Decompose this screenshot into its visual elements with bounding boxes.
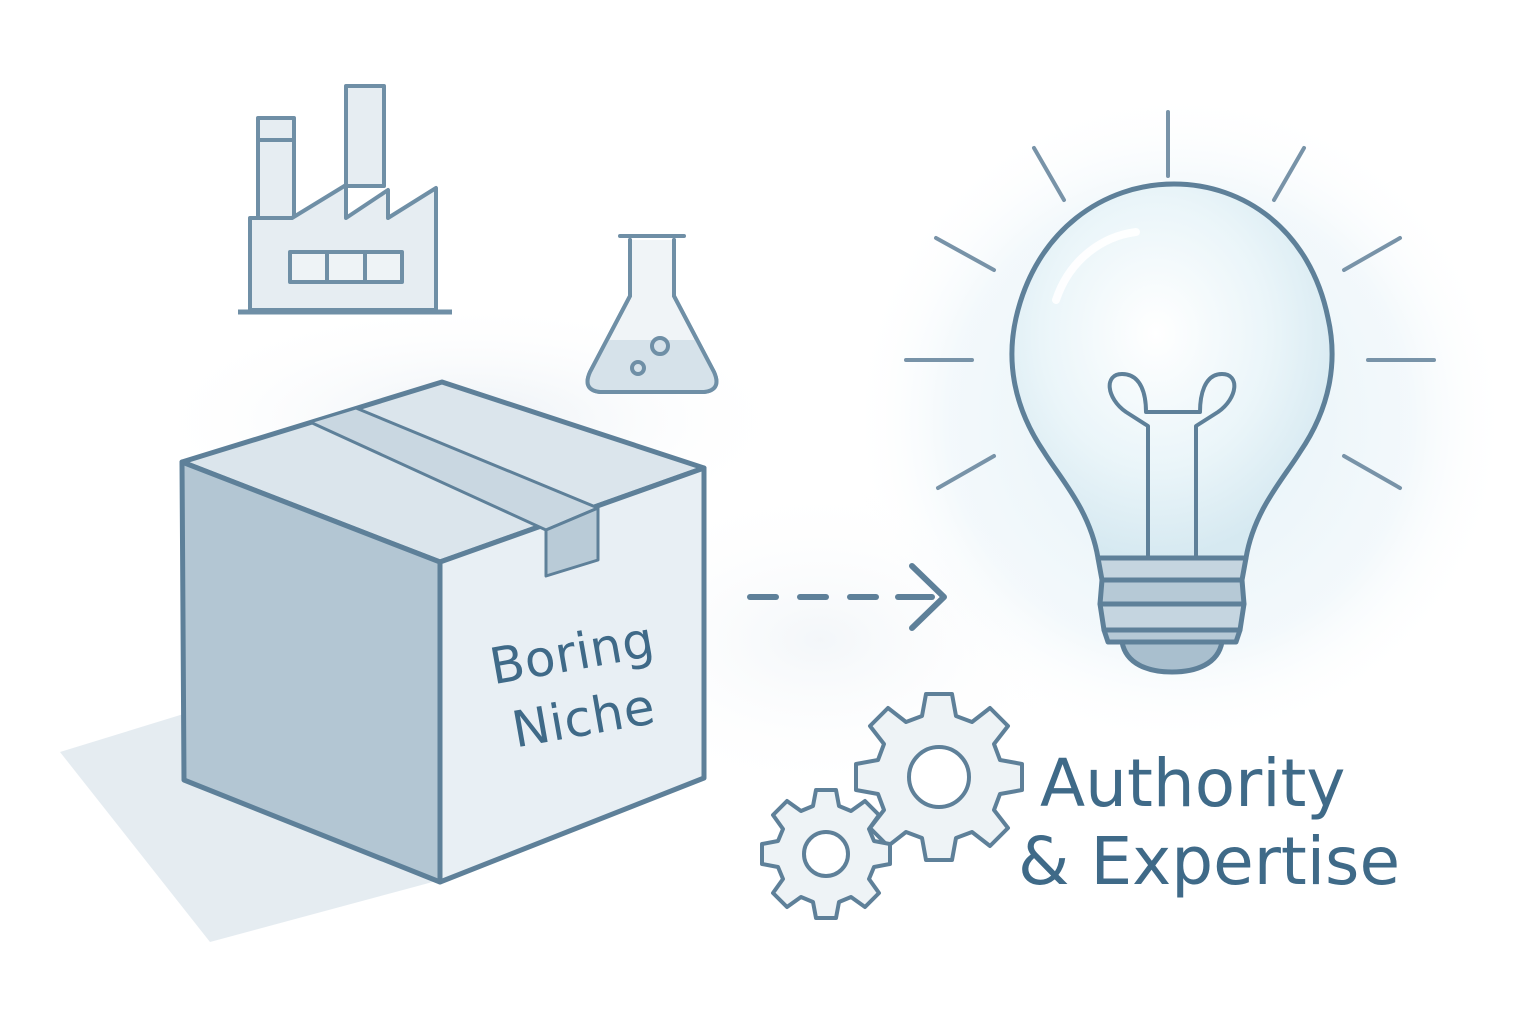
caption: Authority & Expertise (1018, 745, 1400, 900)
caption-line1: Authority (1040, 745, 1345, 822)
flask-icon (585, 234, 719, 394)
box-icon (179, 379, 707, 885)
caption-line2: & Expertise (1018, 823, 1400, 900)
box-shadow (60, 712, 440, 942)
factory-icon (238, 84, 452, 315)
dashed-arrow-icon (747, 563, 947, 631)
lightbulb-icon (1009, 181, 1335, 675)
light-rays (904, 110, 1436, 490)
gears-icon (760, 692, 1024, 920)
